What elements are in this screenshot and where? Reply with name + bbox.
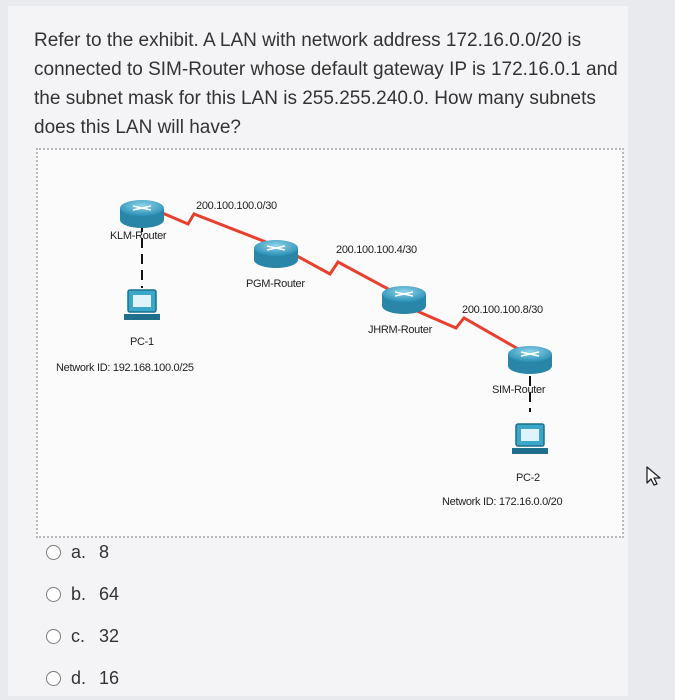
network-exhibit: KLM-Router PGM-Router JHRM-Router SIM-Ro… bbox=[36, 148, 624, 538]
option-letter: b. bbox=[71, 584, 87, 604]
pc-icon bbox=[124, 289, 160, 320]
option-c[interactable]: c. 32 bbox=[46, 626, 119, 647]
option-value: 8 bbox=[99, 542, 110, 562]
option-b[interactable]: b. 64 bbox=[46, 584, 119, 605]
network-label-pc1: Network ID: 192.168.100.0/25 bbox=[56, 362, 194, 374]
router-icon bbox=[508, 346, 552, 374]
option-value: 16 bbox=[99, 668, 120, 688]
router-label-pgm: PGM-Router bbox=[246, 278, 305, 290]
question-card: Refer to the exhibit. A LAN with network… bbox=[8, 6, 628, 696]
radio-icon[interactable] bbox=[46, 587, 61, 602]
serial-link-klm-pgm bbox=[159, 210, 267, 244]
router-label-klm: KLM-Router bbox=[110, 230, 167, 242]
router-label-sim: SIM-Router bbox=[492, 384, 546, 396]
radio-icon[interactable] bbox=[46, 671, 61, 686]
radio-icon[interactable] bbox=[46, 545, 61, 560]
link-label-pgm-jhrm: 200.100.100.4/30 bbox=[336, 244, 417, 256]
router-icon bbox=[120, 200, 164, 228]
link-label-klm-pgm: 200.100.100.0/30 bbox=[196, 200, 277, 212]
option-letter: d. bbox=[71, 668, 87, 688]
option-a[interactable]: a. 8 bbox=[46, 542, 109, 563]
network-label-pc2: Network ID: 172.16.0.0/20 bbox=[442, 496, 563, 508]
router-icon bbox=[254, 240, 298, 268]
question-text: Refer to the exhibit. A LAN with network… bbox=[34, 30, 618, 138]
option-letter: a. bbox=[71, 542, 87, 562]
router-label-jhrm: JHRM-Router bbox=[368, 324, 432, 336]
option-d[interactable]: d. 16 bbox=[46, 668, 119, 689]
mouse-cursor-icon bbox=[646, 466, 661, 486]
radio-icon[interactable] bbox=[46, 629, 61, 644]
topology-diagram bbox=[120, 200, 552, 454]
router-icon bbox=[382, 286, 426, 314]
link-label-jhrm-sim: 200.100.100.8/30 bbox=[462, 304, 543, 316]
serial-link-jhrm-sim bbox=[409, 306, 521, 352]
pc-icon bbox=[512, 423, 548, 454]
option-letter: c. bbox=[71, 626, 86, 646]
option-value: 64 bbox=[99, 584, 120, 604]
pc-label-pc2: PC-2 bbox=[516, 472, 540, 484]
option-value: 32 bbox=[99, 626, 120, 646]
pc-label-pc1: PC-1 bbox=[130, 336, 154, 348]
serial-link-pgm-jhrm bbox=[285, 248, 391, 292]
